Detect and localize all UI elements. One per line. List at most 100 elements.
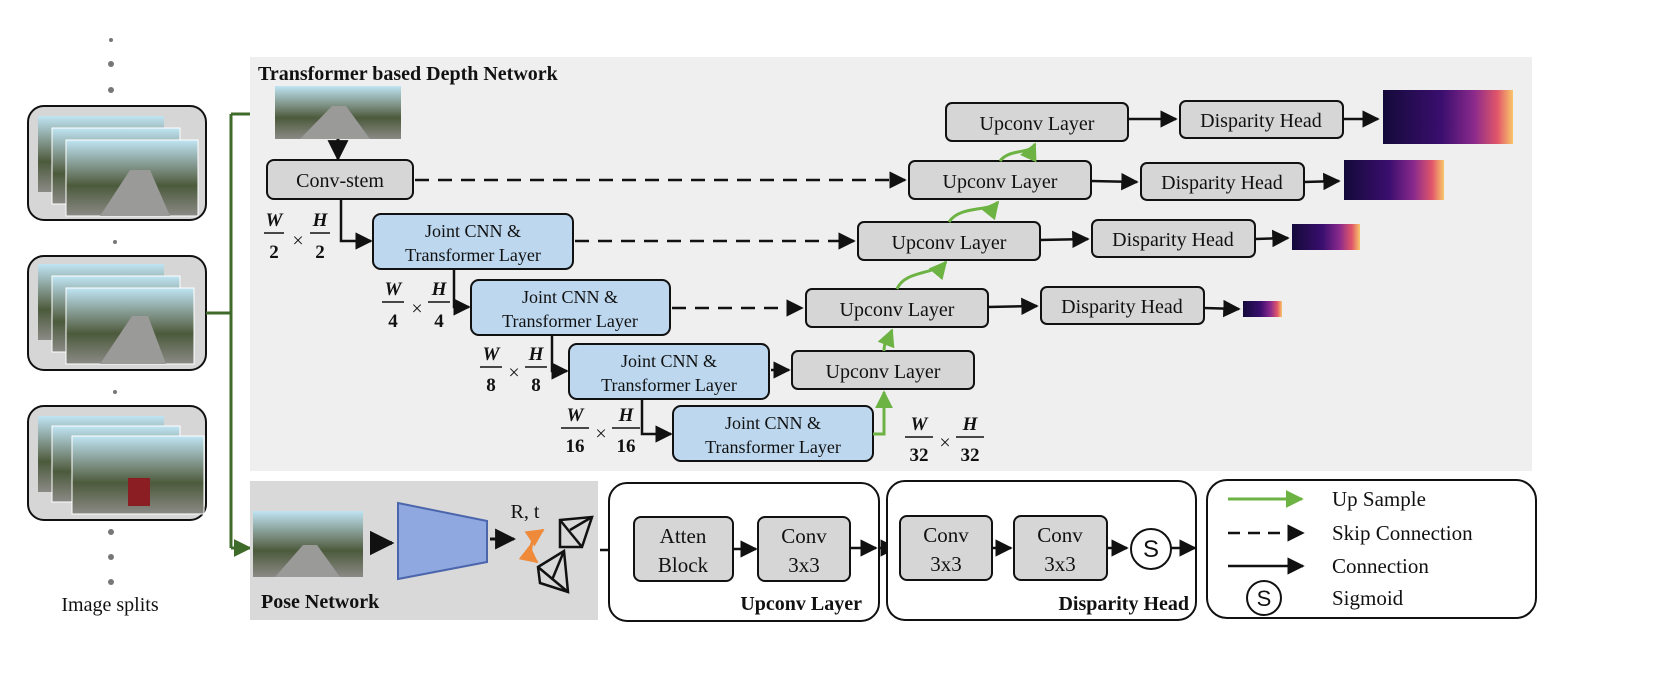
svg-text:Upconv Layer: Upconv Layer [892, 232, 1007, 254]
svg-text:4: 4 [388, 311, 398, 332]
upconv-layer-1: Upconv Layer [791, 350, 975, 390]
svg-text:32: 32 [910, 445, 929, 466]
disparity-head-1: Disparity Head [1040, 286, 1205, 325]
disparity-head-2: Disparity Head [1091, 219, 1256, 258]
svg-text:3x3: 3x3 [788, 553, 820, 577]
joint-layer-1: Joint CNN & Transformer Layer [372, 213, 574, 270]
up-sample-arrows [873, 142, 1037, 436]
image-split-3 [27, 405, 207, 521]
legend-sigmoid: S Sigmoid [1246, 580, 1404, 616]
svg-text:Upconv Layer: Upconv Layer [980, 113, 1095, 135]
svg-text:W: W [483, 344, 501, 365]
upconv-detail-title: Upconv Layer [740, 593, 862, 615]
svg-text:Upconv Layer: Upconv Layer [840, 299, 955, 321]
pose-output-label: R, t [511, 501, 540, 523]
atten-block-box: Atten Block [633, 516, 734, 582]
svg-text:Conv: Conv [1037, 523, 1083, 547]
svg-text:16: 16 [617, 436, 636, 457]
svg-text:×: × [939, 432, 950, 454]
depth-outputs [1243, 90, 1513, 317]
ellipsis-dot [113, 390, 117, 394]
svg-text:H: H [962, 414, 979, 435]
svg-text:×: × [508, 362, 519, 384]
svg-text:Upconv Layer: Upconv Layer [826, 361, 941, 383]
joint-layer-2: Joint CNN & Transformer Layer [470, 279, 671, 336]
svg-text:H: H [312, 210, 329, 231]
svg-text:H: H [618, 405, 635, 426]
svg-text:Disparity Head: Disparity Head [1161, 172, 1283, 194]
svg-text:Block: Block [658, 553, 709, 577]
svg-text:2: 2 [315, 242, 325, 263]
legend-connection: Connection [1228, 554, 1429, 578]
disparity-head-4: Disparity Head [1179, 100, 1344, 139]
skip-connections [415, 171, 907, 317]
joint-layer-label-line2: Transformer Layer [601, 375, 737, 395]
svg-text:Skip Connection: Skip Connection [1332, 521, 1473, 545]
svg-text:H: H [528, 344, 545, 365]
joint-layer-label-line2: Transformer Layer [405, 245, 541, 265]
encoder-connections [339, 199, 673, 443]
joint-layer-4: Joint CNN & Transformer Layer [672, 405, 874, 462]
depth-input-image [275, 86, 401, 139]
depth-map-quarter [1292, 224, 1360, 250]
upconv-layers: Upconv Layer Upconv Layer Upconv Layer U… [791, 102, 1129, 390]
svg-text:Conv: Conv [923, 523, 969, 547]
depth-map-eighth [1243, 301, 1282, 317]
svg-text:Disparity Head: Disparity Head [1200, 110, 1322, 132]
svg-text:Upconv Layer: Upconv Layer [943, 171, 1058, 193]
joint-layer-label-line2: Transformer Layer [502, 311, 638, 331]
pose-network-title: Pose Network [261, 591, 380, 613]
camera-frustum-icons [536, 515, 594, 594]
joint-layer-label-line1: Joint CNN & [621, 351, 717, 371]
scale-1-8: W 8 × H 8 [480, 344, 547, 396]
svg-text:8: 8 [531, 375, 541, 396]
upconv-layer-4: Upconv Layer [908, 160, 1092, 200]
svg-text:32: 32 [961, 445, 980, 466]
svg-text:2: 2 [269, 242, 279, 263]
svg-text:Conv: Conv [781, 524, 827, 548]
scale-1-32: W 32 × H 32 [905, 414, 984, 466]
legend-up-sample: Up Sample [1228, 487, 1426, 511]
depth-map-full [1383, 90, 1513, 144]
image-split-2 [27, 255, 207, 371]
svg-text:W: W [567, 405, 585, 426]
svg-text:S: S [1257, 586, 1272, 611]
svg-text:H: H [431, 279, 448, 300]
disparity-detail-title: Disparity Head [1058, 593, 1189, 615]
svg-text:Disparity Head: Disparity Head [1112, 229, 1234, 251]
svg-text:3x3: 3x3 [930, 552, 962, 576]
svg-text:×: × [595, 423, 606, 445]
rotation-arrow-icon [518, 528, 545, 564]
ellipsis-dots-top [108, 38, 114, 93]
svg-text:Connection: Connection [1332, 554, 1429, 578]
legend-panel [1206, 479, 1537, 619]
scale-1-16: W 16 × H 16 [561, 405, 640, 457]
joint-layer-label-line2: Transformer Layer [705, 437, 841, 457]
svg-text:Atten: Atten [660, 524, 707, 548]
scale-1-2: W 2 × H 2 [264, 210, 330, 263]
scale-1-4: W 4 × H 4 [382, 279, 450, 332]
svg-text:Disparity Head: Disparity Head [1061, 296, 1183, 318]
svg-text:W: W [911, 414, 929, 435]
svg-text:W: W [385, 279, 403, 300]
disparity-conv3x3-box-1: Conv 3x3 [899, 515, 993, 581]
upconv-layer-5: Upconv Layer [945, 102, 1129, 142]
svg-text:3x3: 3x3 [1044, 552, 1076, 576]
depth-network-title: Transformer based Depth Network [258, 63, 559, 85]
image-splits-label: Image splits [61, 594, 158, 616]
image-splits-column: Image splits [27, 38, 207, 616]
ellipsis-dot [113, 240, 117, 244]
sigmoid-icon: S [1130, 528, 1172, 570]
disparity-conv3x3-box-2: Conv 3x3 [1013, 515, 1108, 581]
legend-skip-connection: Skip Connection [1228, 521, 1473, 545]
joint-layer-label-line1: Joint CNN & [725, 413, 821, 433]
depth-map-half [1344, 160, 1444, 200]
svg-text:Up Sample: Up Sample [1332, 487, 1426, 511]
pose-input-image [253, 511, 363, 577]
svg-text:S: S [1143, 536, 1159, 563]
conv-stem-label: Conv-stem [296, 170, 384, 192]
disparity-heads: Disparity Head Disparity Head Disparity … [1040, 100, 1344, 325]
svg-text:4: 4 [434, 311, 444, 332]
svg-text:16: 16 [566, 436, 585, 457]
